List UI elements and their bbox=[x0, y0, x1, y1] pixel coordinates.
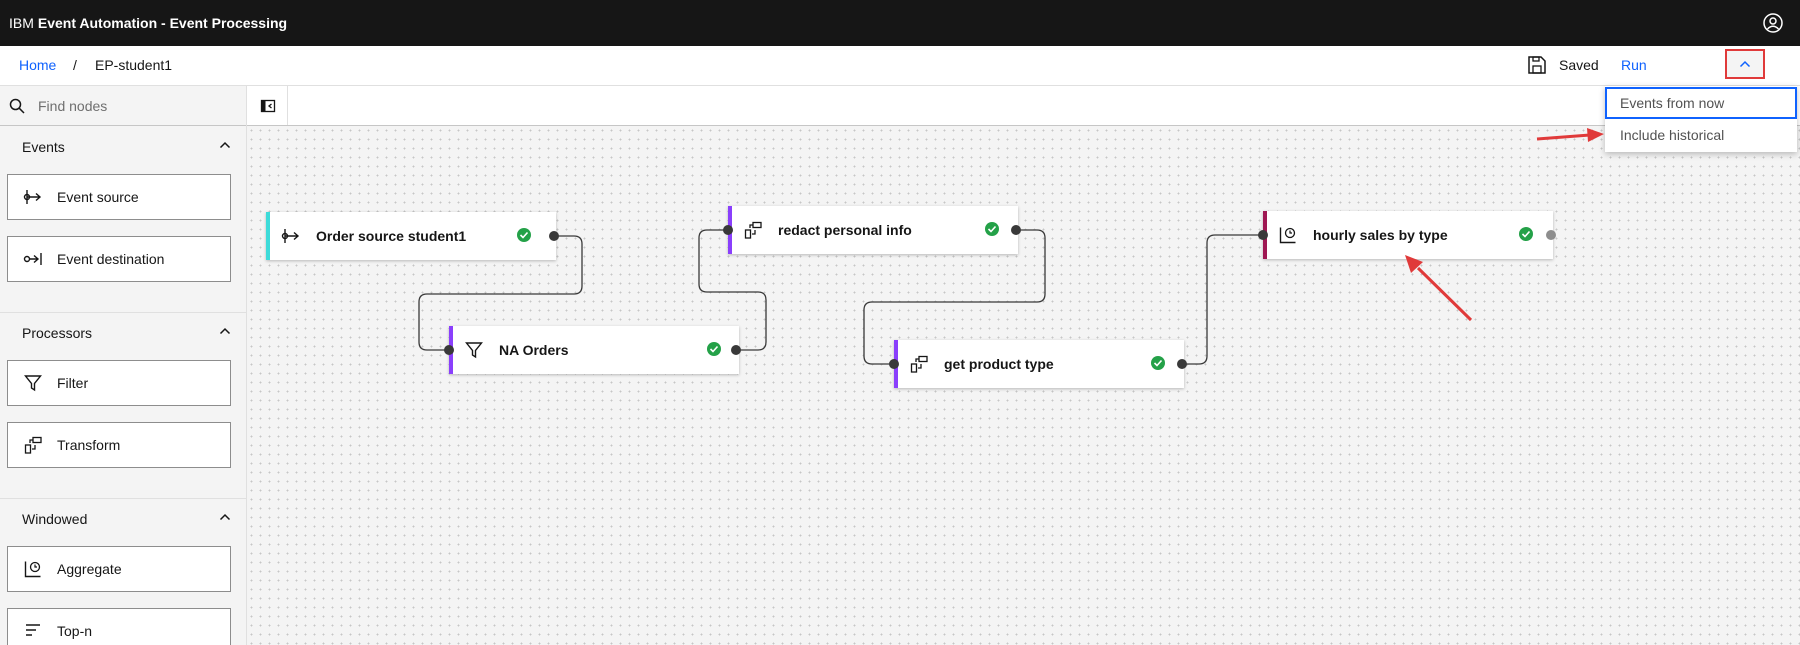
palette-item-label: Transform bbox=[57, 437, 121, 453]
connection-wire bbox=[418, 235, 583, 351]
node-type-accent bbox=[266, 212, 270, 260]
connection-wire bbox=[1183, 234, 1263, 365]
brand-prefix: IBM bbox=[9, 15, 34, 31]
node-label: Order source student1 bbox=[316, 228, 467, 244]
search-icon bbox=[9, 98, 25, 114]
chevron-up-icon bbox=[1739, 60, 1751, 68]
input-port[interactable] bbox=[723, 225, 733, 235]
breadcrumb-current: EP-student1 bbox=[95, 57, 173, 73]
breadcrumb-bar: Home / EP-student1 Saved Run bbox=[0, 46, 1800, 86]
flow-node-filter[interactable]: NA Orders bbox=[444, 326, 741, 374]
node-label: NA Orders bbox=[499, 342, 569, 358]
user-avatar-icon[interactable] bbox=[1762, 12, 1784, 34]
menu-item-include-historical[interactable]: Include historical bbox=[1605, 119, 1797, 151]
connection-wire bbox=[698, 229, 767, 351]
input-port[interactable] bbox=[889, 359, 899, 369]
event-source-icon bbox=[23, 190, 42, 204]
product-name: Event Automation - Event Processing bbox=[37, 15, 288, 31]
menu-item-label: Include historical bbox=[1620, 127, 1725, 143]
section-header-events[interactable]: Events bbox=[0, 126, 246, 166]
section-header-windowed[interactable]: Windowed bbox=[0, 498, 246, 538]
top-n-icon bbox=[26, 624, 40, 636]
palette-item-transform[interactable]: Transform bbox=[7, 422, 231, 468]
palette-item-top-n[interactable]: Top-n bbox=[7, 608, 231, 645]
aggregate-icon bbox=[24, 561, 41, 578]
palette-search bbox=[0, 86, 246, 126]
breadcrumb-separator: / bbox=[73, 57, 77, 73]
chevron-up-icon bbox=[219, 327, 231, 335]
transform-icon bbox=[910, 355, 928, 373]
section-title: Events bbox=[22, 139, 65, 155]
checkmark-icon bbox=[985, 222, 999, 236]
transform-icon bbox=[744, 221, 762, 239]
checkmark-icon bbox=[1151, 356, 1165, 370]
palette-item-filter[interactable]: Filter bbox=[7, 360, 231, 406]
output-port[interactable] bbox=[1177, 359, 1187, 369]
run-options-menu: Events from now Include historical bbox=[1605, 86, 1797, 152]
output-port[interactable] bbox=[1546, 230, 1556, 240]
node-label: hourly sales by type bbox=[1313, 227, 1448, 243]
save-status: Saved bbox=[1559, 57, 1599, 73]
canvas-toolbar bbox=[247, 86, 1800, 126]
filter-icon bbox=[465, 342, 483, 359]
palette-item-label: Event destination bbox=[57, 251, 165, 267]
node-label: get product type bbox=[944, 356, 1054, 372]
output-port[interactable] bbox=[1011, 225, 1021, 235]
input-port[interactable] bbox=[1258, 230, 1268, 240]
flow-node-transform[interactable]: redact personal info bbox=[723, 206, 1021, 254]
checkmark-icon bbox=[517, 228, 531, 242]
flow-canvas[interactable]: Order source student1 NA Orders redact p… bbox=[247, 126, 1800, 645]
output-port[interactable] bbox=[731, 345, 741, 355]
flow-connections bbox=[418, 229, 1263, 365]
palette-item-label: Top-n bbox=[57, 623, 93, 639]
node-palette: Events Event source Event destination Pr… bbox=[0, 86, 247, 645]
panel-collapse-icon bbox=[260, 99, 275, 112]
section-divider bbox=[0, 498, 246, 499]
section-title: Windowed bbox=[22, 511, 88, 527]
menu-item-label: Events from now bbox=[1620, 95, 1725, 111]
collapse-palette-button[interactable] bbox=[248, 86, 288, 125]
transform-icon bbox=[24, 436, 42, 454]
event-source-icon bbox=[281, 229, 300, 243]
flow-node-transform[interactable]: get product type bbox=[889, 340, 1187, 388]
section-title: Processors bbox=[22, 325, 93, 341]
flow-node-aggregate[interactable]: hourly sales by type bbox=[1258, 211, 1556, 259]
connection-wire bbox=[863, 229, 1046, 365]
palette-item-event-source[interactable]: Event source bbox=[7, 174, 231, 220]
filter-icon bbox=[24, 375, 42, 392]
input-port[interactable] bbox=[444, 345, 454, 355]
run-button[interactable]: Run bbox=[1621, 57, 1647, 73]
checkmark-icon bbox=[707, 342, 721, 356]
output-port[interactable] bbox=[549, 231, 559, 241]
search-input[interactable] bbox=[38, 94, 238, 118]
palette-item-event-destination[interactable]: Event destination bbox=[7, 236, 231, 282]
section-divider bbox=[0, 312, 246, 313]
palette-item-label: Aggregate bbox=[57, 561, 122, 577]
breadcrumb-home-link[interactable]: Home bbox=[19, 57, 57, 73]
palette-item-aggregate[interactable]: Aggregate bbox=[7, 546, 231, 592]
checkmark-icon bbox=[1519, 227, 1533, 241]
flow-node-event-source[interactable]: Order source student1 bbox=[266, 212, 559, 260]
palette-item-label: Filter bbox=[57, 375, 89, 391]
palette-item-label: Event source bbox=[57, 189, 139, 205]
node-label: redact personal info bbox=[778, 222, 912, 238]
menu-item-events-from-now[interactable]: Events from now bbox=[1605, 87, 1797, 119]
aggregate-icon bbox=[1279, 227, 1296, 244]
chevron-up-icon bbox=[219, 513, 231, 521]
run-options-toggle[interactable] bbox=[1725, 49, 1765, 79]
save-icon bbox=[1526, 54, 1548, 76]
event-destination-icon bbox=[23, 253, 42, 265]
section-header-processors[interactable]: Processors bbox=[0, 312, 246, 352]
chevron-up-icon bbox=[219, 141, 231, 149]
